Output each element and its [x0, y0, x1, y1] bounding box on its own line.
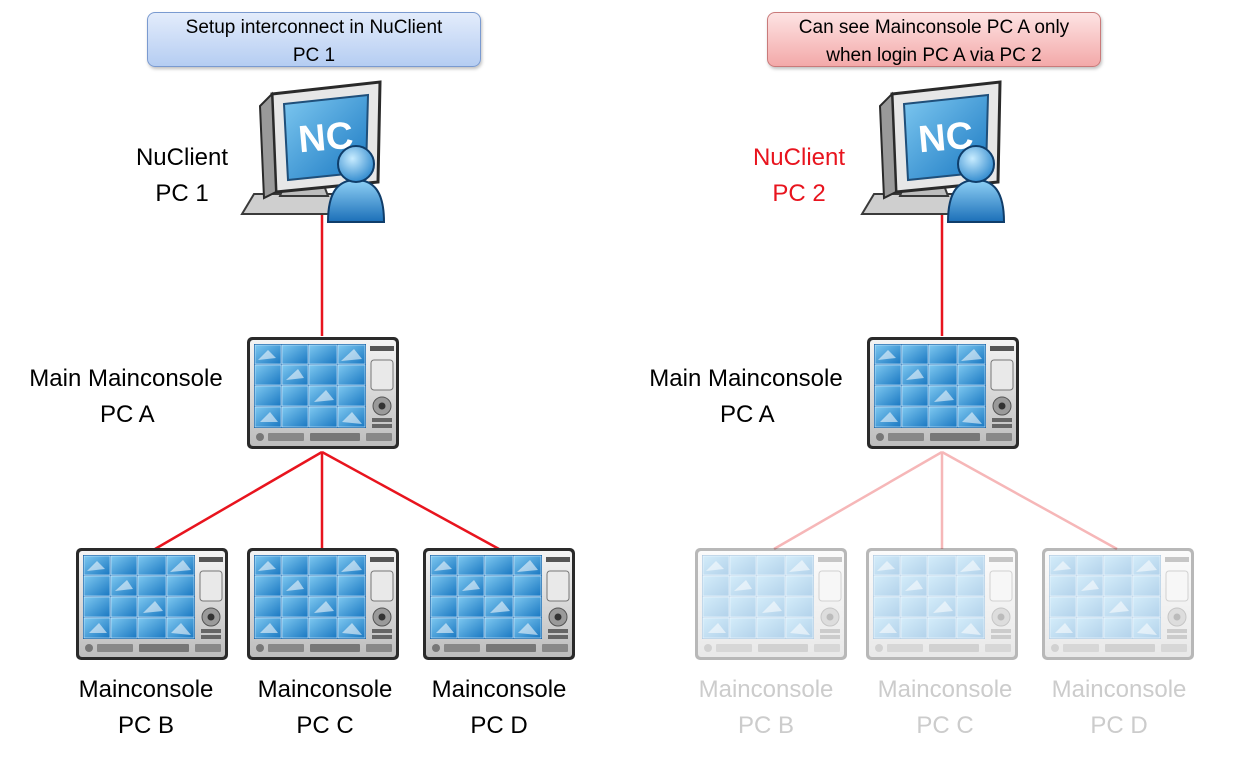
node-label-line-2: PC B	[737, 712, 794, 739]
node-label-line-1: Main Mainconsole	[29, 365, 223, 392]
node-label-line-1: Mainconsole	[1051, 676, 1187, 703]
node-label-line-2: PC A	[720, 401, 775, 428]
mainconsole-icon	[246, 547, 400, 661]
node-label-mainconsole-pcb: Mainconsole PC B	[66, 672, 226, 744]
callout-line-2: when login PC A via PC 2	[826, 45, 1042, 66]
link-pca-pcb	[154, 450, 323, 551]
callout-visibility-note: Can see Mainconsole PC A only when login…	[767, 12, 1101, 67]
nuclient-computer-user-icon	[850, 80, 1020, 230]
node-label-line-1: NuClient	[135, 144, 229, 171]
node-label-line-2: PC 1	[155, 180, 209, 207]
node-label-mainconsole-pcd: Mainconsole PC D	[419, 672, 579, 744]
mainconsole-icon	[422, 547, 576, 661]
callout-line-1: Can see Mainconsole PC A only	[798, 17, 1070, 38]
callout-line-1: Setup interconnect in NuClient	[185, 17, 443, 38]
node-label-line-2: PC D	[1090, 712, 1148, 739]
faded-link-pca-pcb	[773, 450, 943, 551]
link-pca-pcd	[321, 450, 500, 551]
callout-setup-interconnect: Setup interconnect in NuClient PC 1	[147, 12, 481, 67]
node-label-mainconsole-pcc: Mainconsole PC C	[865, 672, 1025, 744]
node-label-line-2: PC C	[916, 712, 974, 739]
node-label-line-1: Mainconsole	[431, 676, 567, 703]
node-label-line-2: PC A	[100, 401, 155, 428]
node-label-main-mainconsole-pca: Main Mainconsole PC A	[10, 361, 242, 433]
node-label-line-1: Main Mainconsole	[649, 365, 843, 392]
node-label-nuclient-pc1: NuClient PC 1	[112, 140, 252, 212]
node-label-line-2: PC D	[470, 712, 528, 739]
mainconsole-icon	[694, 547, 848, 661]
node-label-line-1: Mainconsole	[78, 676, 214, 703]
node-label-line-1: Mainconsole	[698, 676, 834, 703]
node-label-mainconsole-pcc: Mainconsole PC C	[245, 672, 405, 744]
mainconsole-icon	[866, 336, 1020, 450]
node-label-line-1: NuClient	[752, 144, 846, 171]
node-label-line-1: Mainconsole	[877, 676, 1013, 703]
mainconsole-icon	[75, 547, 229, 661]
faded-link-pca-pcd	[941, 450, 1118, 551]
node-label-nuclient-pc2: NuClient PC 2	[729, 140, 869, 212]
node-label-line-2: PC C	[296, 712, 354, 739]
mainconsole-icon	[246, 336, 400, 450]
node-label-mainconsole-pcd: Mainconsole PC D	[1039, 672, 1199, 744]
node-label-line-1: Mainconsole	[257, 676, 393, 703]
callout-line-2: PC 1	[292, 45, 336, 66]
node-label-line-2: PC B	[117, 712, 174, 739]
node-label-mainconsole-pcb: Mainconsole PC B	[686, 672, 846, 744]
mainconsole-icon	[865, 547, 1019, 661]
node-label-main-mainconsole-pca: Main Mainconsole PC A	[630, 361, 862, 433]
nuclient-computer-user-icon	[230, 80, 400, 230]
mainconsole-icon	[1041, 547, 1195, 661]
node-label-line-2: PC 2	[772, 180, 826, 207]
